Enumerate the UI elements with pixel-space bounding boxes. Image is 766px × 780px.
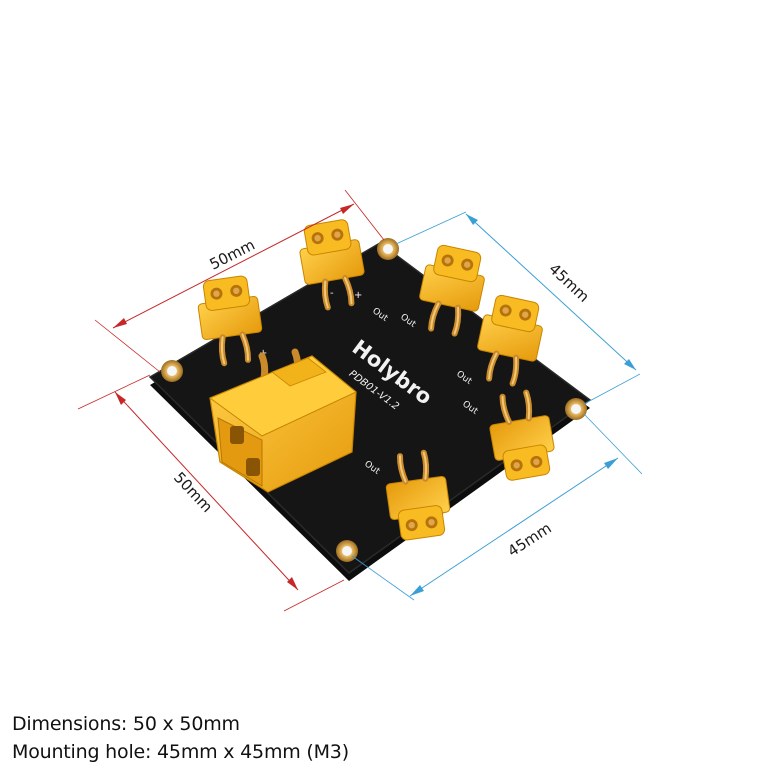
caption-mounting-hole: Mounting hole: 45mm x 45mm (M3) [12,741,349,763]
dimension-top-label: 50mm [207,236,258,274]
caption-dimensions: Dimensions: 50 x 50mm [12,713,240,735]
dimension-bottom-label: 45mm [504,519,554,560]
mounting-holes [161,238,587,562]
minus-label-1: - [330,288,334,299]
dimension-left-label: 50mm [170,468,216,516]
product-photo-scene: Holybro PDB01-V1.2 Out Out Out Out Out +… [77,189,643,612]
dimension-right-label: 45mm [545,260,593,306]
plus-label-2: + [354,290,362,301]
input-connector-xt60 [208,348,357,493]
